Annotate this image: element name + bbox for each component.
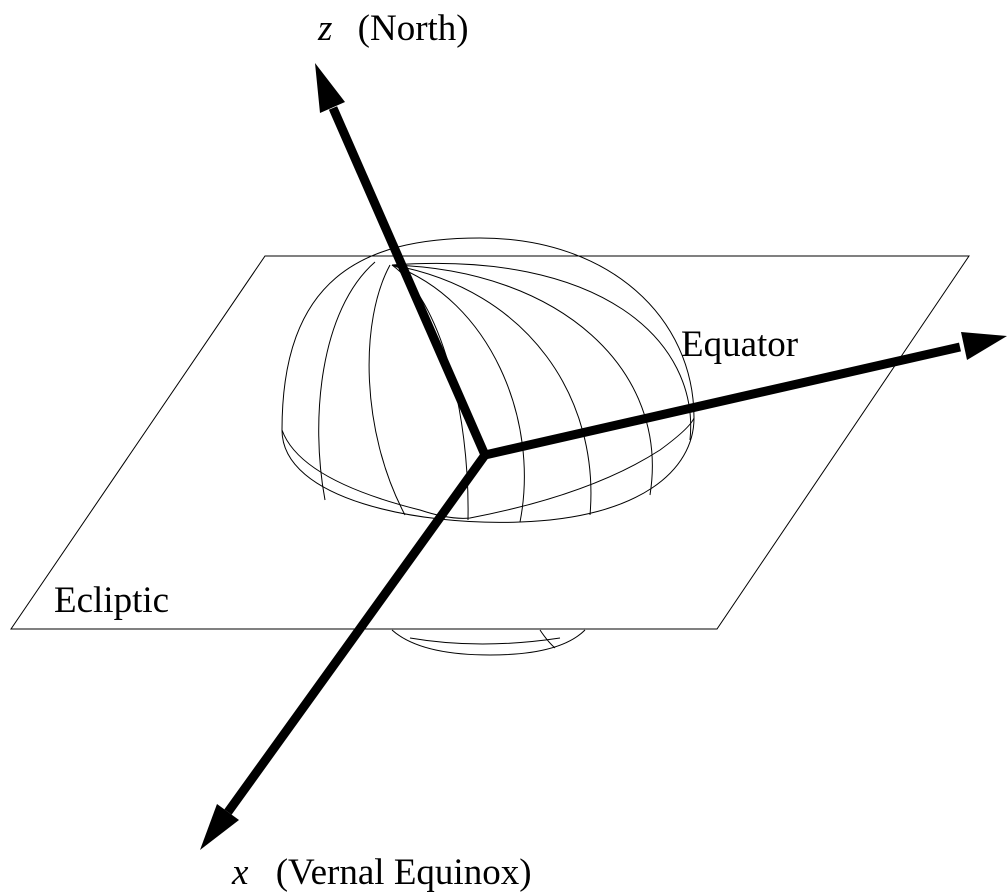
x-arrowhead (200, 804, 239, 850)
meridian-6 (391, 264, 653, 496)
z-axis (315, 63, 490, 457)
equator-line (281, 417, 695, 519)
globe-outline (281, 237, 695, 523)
x-axis-label: x (Vernal Equinox) (231, 852, 532, 893)
meridian-7 (391, 262, 692, 441)
ecliptic-plane (10, 255, 970, 630)
meridian-5 (391, 264, 592, 516)
z-axis-variable: z (317, 8, 332, 49)
equator-label: Equator (681, 324, 798, 365)
z-axis-caption: (North) (358, 8, 469, 49)
x-axis-caption: (Vernal Equinox) (276, 852, 532, 893)
z-arrowhead (315, 63, 345, 113)
equator-axis (484, 332, 1007, 460)
globe-lower-hemisphere (391, 629, 586, 656)
x-axis-variable: x (231, 852, 249, 893)
meridian-1 (318, 261, 376, 501)
meridian-4 (391, 264, 525, 523)
z-axis-label: z (North) (317, 8, 469, 49)
ecliptic-label: Ecliptic (54, 580, 169, 621)
equator-arrowhead (961, 332, 1007, 360)
meridian-2 (368, 264, 406, 516)
globe-wireframe (281, 237, 695, 523)
x-axis (200, 452, 489, 850)
